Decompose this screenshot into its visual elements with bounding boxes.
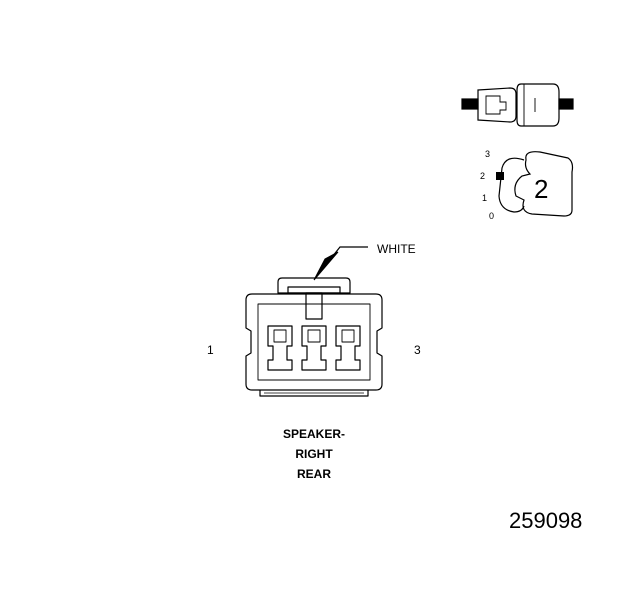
wire-color-label: WHITE bbox=[377, 242, 416, 256]
position-key-dial bbox=[496, 151, 574, 217]
connector-locator bbox=[461, 83, 574, 127]
connector-latch bbox=[277, 277, 351, 294]
figure-number: 259098 bbox=[509, 508, 583, 533]
wire-color-leader bbox=[313, 246, 368, 281]
locator-male-half bbox=[477, 87, 517, 123]
wire-color-arrowhead bbox=[313, 251, 339, 281]
key-position-3: 3 bbox=[485, 149, 491, 159]
key-position-2: 2 bbox=[480, 171, 486, 181]
connector-latch-post bbox=[305, 292, 323, 320]
connector-latch-slot bbox=[287, 286, 341, 294]
key-dial-ring bbox=[498, 157, 525, 213]
pin-number-left: 1 bbox=[207, 343, 214, 357]
locator-wire-right bbox=[558, 98, 574, 110]
key-position-marker bbox=[496, 172, 504, 180]
connector-name-line-2: RIGHT bbox=[295, 447, 333, 461]
pin-number-right: 3 bbox=[414, 343, 421, 357]
key-position-0: 0 bbox=[489, 211, 495, 221]
connector-inner-rim bbox=[257, 303, 371, 381]
key-selected-number: 2 bbox=[534, 174, 549, 204]
connector-bottom-rail bbox=[259, 390, 369, 397]
terminal-cavity-3 bbox=[335, 325, 361, 371]
connector-name-line-3: REAR bbox=[296, 467, 331, 481]
connector-face bbox=[245, 277, 383, 397]
terminal-cavity-2 bbox=[301, 325, 327, 371]
connector-housing bbox=[245, 293, 383, 391]
key-dial-cap bbox=[514, 151, 574, 217]
key-position-1: 1 bbox=[482, 193, 488, 203]
connector-name-line-1: SPEAKER- bbox=[282, 427, 345, 441]
locator-wire-left bbox=[461, 98, 479, 110]
locator-female-half bbox=[516, 83, 560, 127]
terminal-cavity-1 bbox=[267, 325, 293, 371]
